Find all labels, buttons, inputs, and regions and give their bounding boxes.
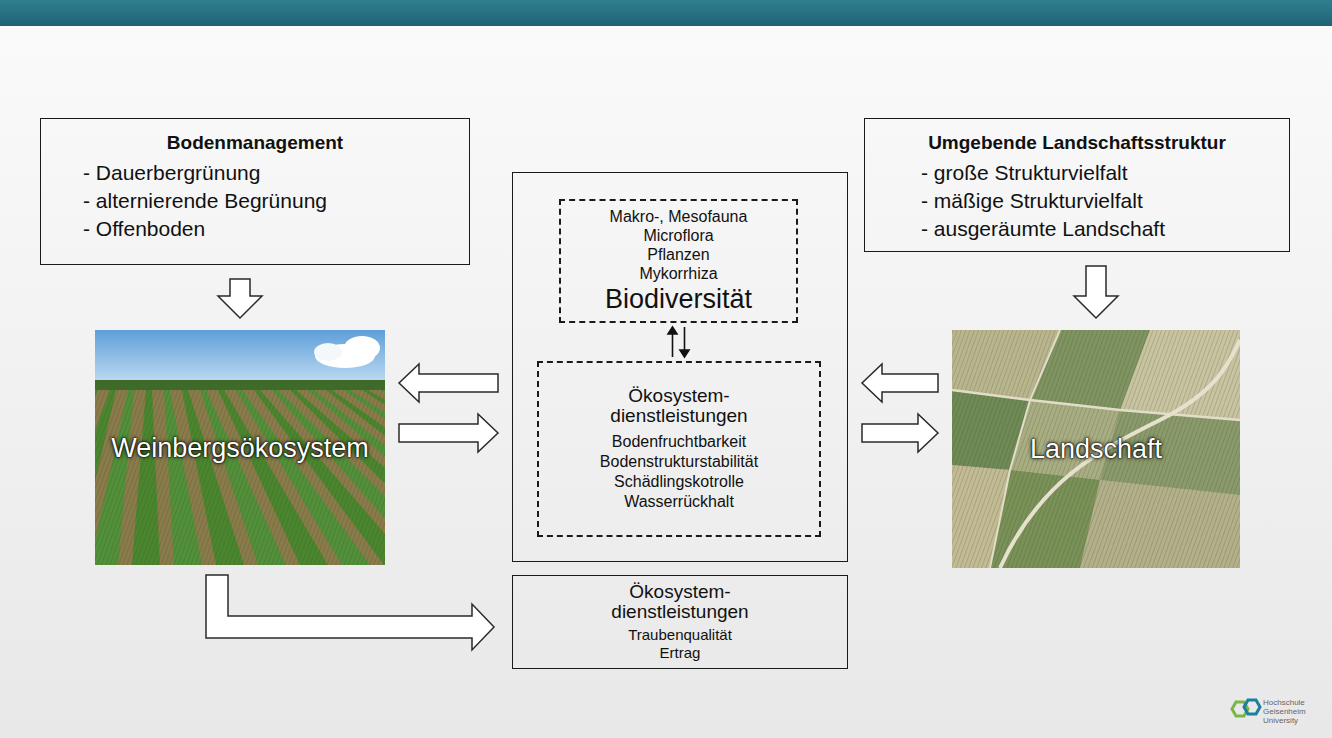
soil-management-box: Bodenmanagement - Dauerbergrünung- altern… (40, 118, 470, 265)
box-heading: Bodenmanagement (41, 131, 469, 155)
biodiversity-box: Makro-, MesofaunaMicrofloraPflanzenMykor… (559, 199, 798, 323)
box-text: Bodenfruchtbarkeit (543, 432, 815, 452)
logo-text: Geisenheim (1263, 707, 1306, 716)
box-text: Traubenqualität (517, 626, 843, 644)
box-text: Wasserrückhalt (543, 492, 815, 512)
box-text: Bodenstrukturstabilität (543, 452, 815, 472)
ecosystem-services-box: Ökosystem- dienstleistungenBodenfruchtba… (537, 361, 821, 537)
box-text: - große Strukturvielfalt (865, 159, 1289, 187)
thin-arrow (680, 327, 689, 357)
box-text: Mykorrhiza (565, 264, 792, 283)
block-arrow (218, 279, 262, 318)
logo-text: University (1263, 716, 1298, 725)
block-arrow (862, 414, 938, 452)
box-heading: Weinbergsökosystem (95, 432, 385, 464)
box-text: - Dauerbergrünung (41, 159, 469, 187)
box-heading: Makro-, Mesofauna (565, 207, 792, 226)
block-arrow (862, 364, 938, 402)
box-text: Biodiversität (565, 283, 792, 315)
landscape-structure-box: Umgebende Landschaftsstruktur - große Str… (864, 118, 1290, 252)
logo-text: Hochschule (1263, 698, 1305, 707)
box-heading: Landschaft (952, 433, 1240, 465)
box-text: Pflanzen (565, 245, 792, 264)
title-bar (0, 0, 1332, 26)
block-arrow (399, 364, 498, 402)
block-arrow (206, 575, 494, 650)
box-text: Ertrag (517, 644, 843, 662)
box-text: Schädlingskotrolle (543, 472, 815, 492)
interaction-box: Makro-, MesofaunaMicrofloraPflanzenMykor… (512, 172, 848, 562)
box-heading: Ökosystem- dienstleistungen (588, 582, 773, 622)
yield-services-box: Ökosystem- dienstleistungenTraubenqualit… (512, 575, 848, 669)
box-text: - alternierende Begrünung (41, 187, 469, 215)
box-text: - mäßige Strukturvielfalt (865, 187, 1289, 215)
block-arrow (399, 414, 498, 452)
vineyard-ecosystem-box: Weinbergsökosystem (95, 330, 385, 565)
landscape-box: Landschaft (952, 330, 1240, 568)
thin-arrow (668, 327, 677, 357)
box-text: Microflora (565, 226, 792, 245)
box-text: - ausgeräumte Landschaft (865, 215, 1289, 243)
box-heading: Ökosystem- dienstleistungen (587, 386, 772, 426)
aerial-photo (952, 330, 1240, 568)
vineyard-photo (95, 330, 385, 565)
box-text: - Offenboden (41, 215, 469, 243)
university-logo (1232, 700, 1260, 716)
box-heading: Umgebende Landschaftsstruktur (865, 131, 1289, 155)
block-arrow (1074, 266, 1118, 318)
